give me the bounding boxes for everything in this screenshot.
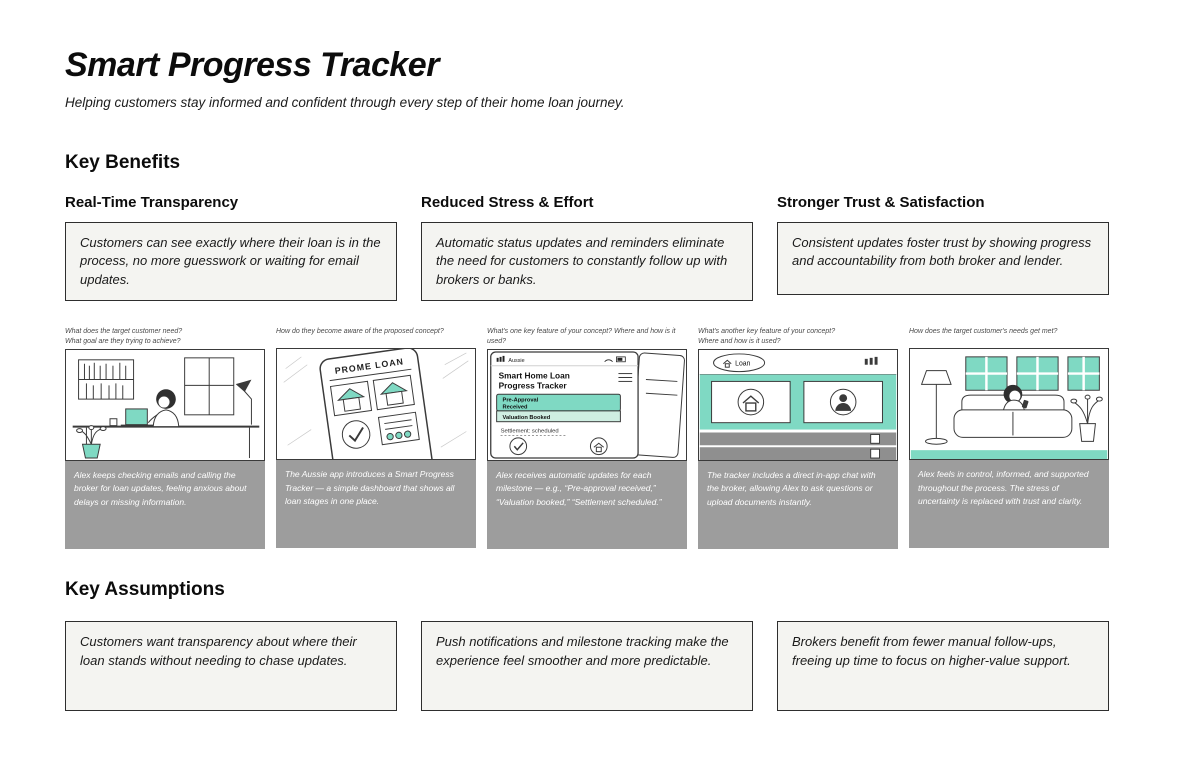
benefit-title-2: Reduced Stress & Effort xyxy=(421,194,594,211)
floor-lamp-icon xyxy=(920,370,952,446)
page-title: Smart Progress Tracker xyxy=(65,46,439,84)
check-icon xyxy=(513,442,524,452)
storyboard-panel-5: How does the target customer's needs get… xyxy=(909,327,1109,549)
app-dashboard-illustration: PROME LOAN xyxy=(283,349,469,460)
storyboard-panel-1: What does the target customer need? What… xyxy=(65,327,265,550)
storyboard-panel-3: What's one key feature of your concept? … xyxy=(487,327,687,550)
tracker-title-line1: Smart Home Loan xyxy=(499,371,570,381)
storyboard-question-2: How do they become aware of the proposed… xyxy=(276,328,444,336)
milestone-1-line1: Pre-Approval xyxy=(503,398,539,404)
tracker-title-line2: Progress Tracker xyxy=(499,381,568,391)
storyboard-caption-4: The tracker includes a direct in-app cha… xyxy=(698,461,898,550)
benefit-column-2: Reduced Stress & Effort Automatic status… xyxy=(421,194,753,302)
desk-lamp-icon xyxy=(235,379,252,425)
couch-icon xyxy=(953,409,1073,439)
window-icon xyxy=(184,357,235,416)
storyboard-question-3: What's one key feature of your concept? … xyxy=(487,328,676,345)
assumption-box-3: Brokers benefit from fewer manual follow… xyxy=(777,621,1109,712)
mug-icon xyxy=(109,418,118,427)
carrier-text: Aussie xyxy=(508,358,524,364)
menu-icon xyxy=(618,373,633,383)
laptop-icon xyxy=(120,408,154,427)
battery-icon xyxy=(616,356,626,363)
key-benefits-grid: Real-Time Transparency Customers can see… xyxy=(65,194,1109,302)
window-icon xyxy=(965,356,1100,392)
in-app-chat-illustration: Loan xyxy=(699,350,897,461)
benefit-column-3: Stronger Trust & Satisfaction Consistent… xyxy=(777,194,1109,301)
storyboard-question-5: How does the target customer's needs get… xyxy=(909,328,1058,336)
house-icon xyxy=(723,359,732,368)
storyboard-frame-3: Aussie Smart Home Loan Progress Tracker … xyxy=(487,349,687,462)
check-icon xyxy=(348,427,364,443)
progress-tracker-illustration: Aussie Smart Home Loan Progress Tracker … xyxy=(490,351,685,459)
loan-pill-label: Loan xyxy=(735,361,750,368)
key-assumptions-grid: Customers want transparency about where … xyxy=(65,621,1109,712)
storyboard-caption-2: The Aussie app introduces a Smart Progre… xyxy=(276,460,476,549)
phone-icon xyxy=(1021,400,1029,409)
person-icon xyxy=(835,394,852,412)
storyboard-question-4: What's another key feature of your conce… xyxy=(698,328,836,345)
storyboard-caption-3: Alex receives automatic updates for each… xyxy=(487,461,687,550)
benefit-title-1: Real-Time Transparency xyxy=(65,194,239,211)
storyboard-frame-1 xyxy=(65,349,265,462)
storyboard-row: What does the target customer need? What… xyxy=(65,327,1109,550)
status-bar-icons xyxy=(864,357,878,365)
key-benefits-heading: Key Benefits xyxy=(65,152,181,173)
milestone-2: Valuation Booked xyxy=(503,415,551,421)
milestone-1-line2: Received xyxy=(503,405,529,411)
benefit-column-1: Real-Time Transparency Customers can see… xyxy=(65,194,397,302)
key-assumptions-heading: Key Assumptions xyxy=(65,579,225,601)
benefit-box-2: Automatic status updates and reminders e… xyxy=(421,222,753,302)
benefit-box-1: Customers can see exactly where their lo… xyxy=(65,222,397,302)
storyboard-frame-2: PROME LOAN xyxy=(276,348,476,461)
living-room-illustration xyxy=(910,356,1108,460)
status-bar-icons xyxy=(496,356,626,363)
assumption-box-2: Push notifications and milestone trackin… xyxy=(421,621,753,712)
storyboard-question-1: What does the target customer need? What… xyxy=(65,328,183,345)
benefit-box-3: Consistent updates foster trust by showi… xyxy=(777,222,1109,295)
house-icon xyxy=(742,395,760,412)
milestone-3: Settlement: scheduled xyxy=(501,429,559,435)
storyboard-page: Smart Progress Tracker Helping customers… xyxy=(65,46,1109,712)
plant-icon xyxy=(1070,395,1103,443)
storyboard-caption-5: Alex feels in control, informed, and sup… xyxy=(909,460,1109,549)
storyboard-panel-2: How do they become aware of the proposed… xyxy=(276,327,476,549)
storyboard-caption-1: Alex keeps checking emails and calling t… xyxy=(65,461,265,550)
storyboard-panel-4: What's another key feature of your conce… xyxy=(698,327,898,550)
assumption-box-1: Customers want transparency about where … xyxy=(65,621,397,712)
house-icon xyxy=(593,442,605,453)
benefit-title-3: Stronger Trust & Satisfaction xyxy=(777,194,985,211)
storyboard-frame-5 xyxy=(909,348,1109,461)
plant-icon xyxy=(76,425,107,459)
desk-scene-illustration xyxy=(72,357,260,459)
wifi-icon xyxy=(604,359,613,363)
page-subtitle: Helping customers stay informed and conf… xyxy=(65,95,625,110)
storyboard-frame-4: Loan xyxy=(698,349,898,462)
